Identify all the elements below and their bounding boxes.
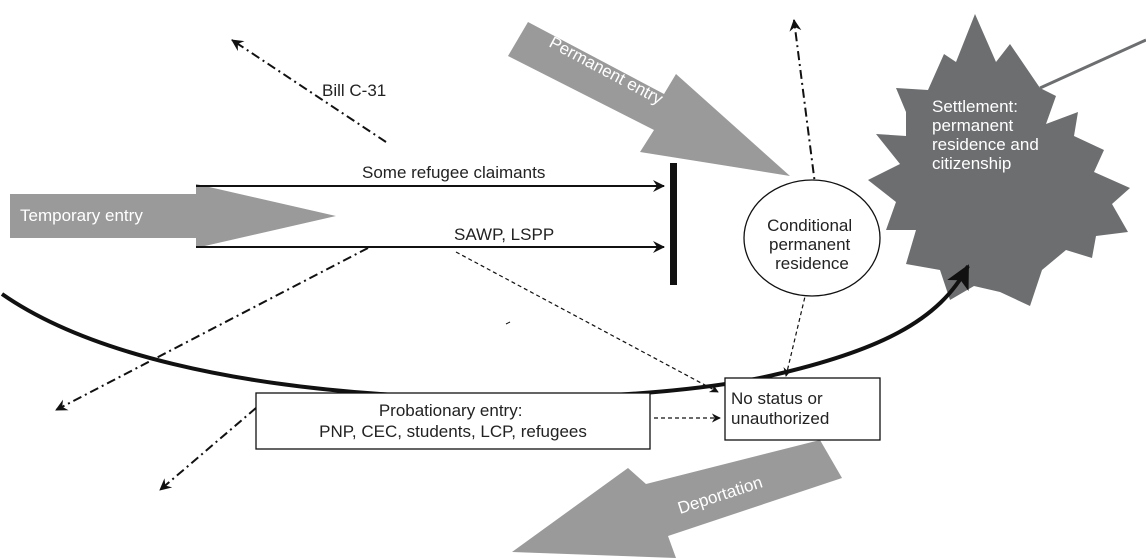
stray-mark xyxy=(505,321,511,325)
probationary-entry-node: Probationary entry: PNP, CEC, students, … xyxy=(255,392,651,450)
bill-c31-label: Bill C-31 xyxy=(322,81,386,100)
conditional-pr-label: Conditional permanent residence xyxy=(767,216,857,273)
temporary-entry-label: Temporary entry xyxy=(20,206,143,225)
no-status-node: No status or unauthorized xyxy=(724,377,881,441)
maple-leaf-stem xyxy=(1039,38,1146,90)
permanent-entry-arrow: Permanent entry xyxy=(508,22,790,176)
refugee-claimants-flow: Some refugee claimants xyxy=(196,163,665,192)
conditional-pr-node: Conditional permanent residence xyxy=(743,179,881,297)
sawp-lspp-label: SAWP, LSPP xyxy=(454,225,554,244)
refugee-claimants-label: Some refugee claimants xyxy=(362,163,545,182)
conditional-to-no-status-dashed xyxy=(783,283,809,377)
barrier-bar xyxy=(670,163,677,285)
conditional-to-up-arrow xyxy=(789,19,817,193)
sawp-to-no-status-dashed xyxy=(455,251,719,393)
sawp-lspp-flow: SAWP, LSPP xyxy=(196,225,665,253)
bill-c31-arrow: Bill C-31 xyxy=(231,39,387,143)
probationary-label: Probationary entry: PNP, CEC, students, … xyxy=(319,401,587,441)
no-status-label: No status or unauthorized xyxy=(731,389,829,428)
settlement-label: Settlement: permanent residence and citi… xyxy=(932,97,1044,173)
settlement-maple-leaf: Settlement: permanent residence and citi… xyxy=(868,14,1146,306)
maple-leaf-shape xyxy=(868,14,1130,306)
temporary-entry-arrow: Temporary entry xyxy=(10,184,336,248)
deportation-arrow: Deportation xyxy=(512,440,842,558)
sawp-to-down-left-arrow xyxy=(55,247,369,411)
probationary-to-down-left-arrow xyxy=(159,407,257,491)
